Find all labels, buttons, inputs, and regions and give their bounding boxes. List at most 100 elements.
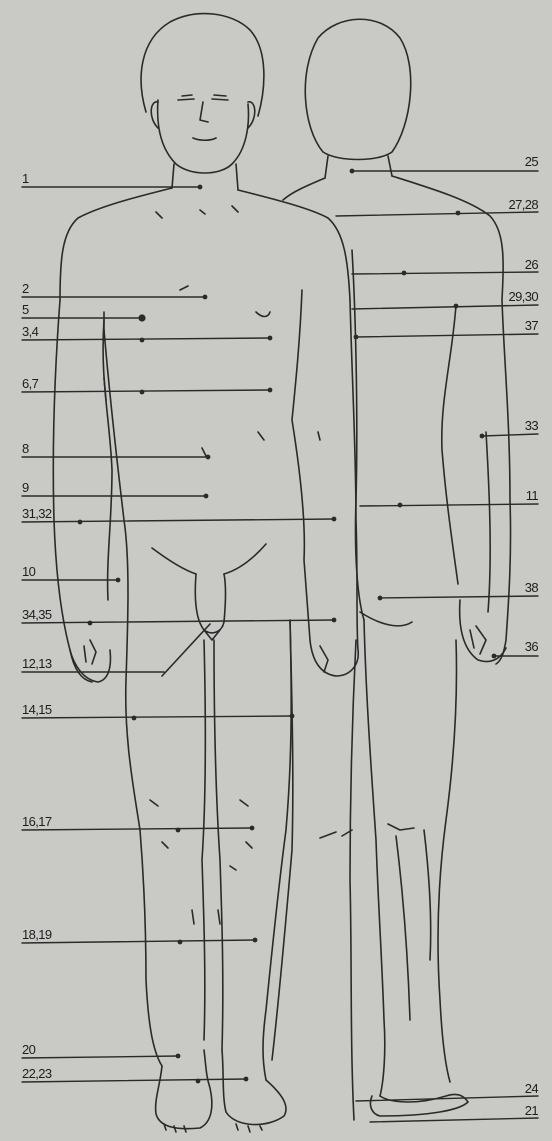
back-calf-mid	[396, 830, 431, 1020]
point-markers	[78, 169, 497, 1084]
label-26: 26	[525, 258, 538, 272]
front-shin-marks	[192, 910, 220, 924]
label-8: 8	[22, 442, 29, 456]
point-5	[138, 314, 145, 321]
label-6-7: 6,7	[22, 377, 38, 391]
back-buttock	[360, 612, 412, 626]
label-10: 10	[22, 565, 35, 579]
label-33: 33	[525, 419, 538, 433]
front-thigh-left	[126, 680, 162, 1066]
point-16-b	[250, 826, 255, 831]
front-figure	[53, 14, 358, 1132]
front-torso-left	[104, 330, 128, 680]
front-wrist-shape	[162, 624, 210, 676]
label-27-28: 27,28	[508, 198, 538, 212]
front-hair	[141, 14, 264, 116]
label-18-19: 18,19	[22, 928, 52, 942]
label-11: 11	[526, 489, 538, 503]
right-leader-lines	[336, 171, 538, 1122]
leader-20	[22, 1056, 178, 1058]
back-leg-inner	[364, 620, 385, 1096]
label-34-35: 34,35	[22, 608, 52, 622]
back-left-shoulder	[283, 178, 325, 200]
front-chest-marks	[156, 206, 270, 317]
point-16-a	[176, 828, 181, 833]
point-25	[350, 169, 355, 174]
left-leader-lines	[22, 187, 334, 1082]
leader-21	[370, 1118, 538, 1122]
label-14-15: 14,15	[22, 703, 52, 717]
label-16-17: 16,17	[22, 815, 52, 829]
leader-37	[356, 334, 538, 337]
point-31-a	[78, 520, 83, 525]
label-38: 38	[525, 581, 538, 595]
front-knee-marks	[150, 800, 252, 870]
front-abdomen-marks	[202, 432, 320, 456]
leader-14-15	[22, 716, 292, 718]
point-18-b	[253, 938, 258, 943]
back-second-leg	[272, 620, 356, 1120]
point-14-b	[290, 714, 295, 719]
leader-27-28	[336, 212, 538, 216]
point-6-b	[268, 388, 273, 393]
front-nose-mouth	[193, 102, 216, 140]
front-left-foot	[156, 1050, 212, 1129]
point-6-a	[140, 390, 145, 395]
point-2	[203, 295, 208, 300]
label-37: 37	[525, 319, 538, 333]
point-36	[492, 654, 497, 659]
label-29-30: 29,30	[508, 290, 538, 304]
back-inner-arm	[442, 305, 458, 584]
point-29	[454, 304, 459, 309]
front-left-arm-outer	[53, 300, 92, 682]
label-31-32: 31,32	[22, 507, 52, 521]
leader-33	[482, 434, 538, 436]
back-forearm	[486, 432, 490, 612]
back-knee-marks	[320, 824, 414, 838]
front-eyes	[178, 95, 228, 100]
label-1: 1	[22, 172, 29, 186]
label-20: 20	[22, 1043, 35, 1057]
leader-22-23	[22, 1079, 246, 1082]
front-shoulders	[60, 188, 350, 300]
point-1	[198, 185, 203, 190]
leader-3-4	[22, 338, 270, 340]
leader-34-35	[22, 620, 334, 623]
point-38	[378, 596, 383, 601]
point-3-b	[268, 336, 273, 341]
back-right-shoulder-arm	[392, 176, 511, 664]
leader-26	[352, 272, 538, 274]
label-21: 21	[525, 1104, 538, 1118]
leader-6-7	[22, 390, 270, 392]
front-right-hand	[310, 640, 336, 676]
point-22-a	[196, 1079, 201, 1084]
point-9	[204, 494, 209, 499]
leader-38	[380, 596, 538, 598]
front-face	[158, 100, 249, 173]
label-5: 5	[22, 303, 29, 317]
back-leg-outer	[438, 640, 457, 1082]
point-3-a	[140, 338, 145, 343]
label-3-4: 3,4	[22, 325, 38, 339]
point-26	[402, 271, 407, 276]
back-head	[305, 19, 410, 159]
front-right-arm-inner	[292, 290, 310, 640]
point-31-b	[332, 517, 337, 522]
front-thigh-inner	[202, 640, 205, 1040]
leader-18-19	[22, 940, 255, 943]
front-left-hand	[70, 640, 111, 682]
label-2: 2	[22, 282, 29, 296]
label-22-23: 22,23	[22, 1067, 52, 1081]
point-14-a	[132, 716, 137, 721]
label-25: 25	[525, 155, 538, 169]
point-10	[116, 578, 121, 583]
point-22-b	[244, 1077, 249, 1082]
point-18-a	[178, 940, 183, 945]
back-hand	[460, 600, 506, 662]
point-34-a	[88, 621, 93, 626]
label-9: 9	[22, 481, 29, 495]
leader-31-32	[22, 519, 334, 522]
back-figure	[272, 19, 511, 1120]
